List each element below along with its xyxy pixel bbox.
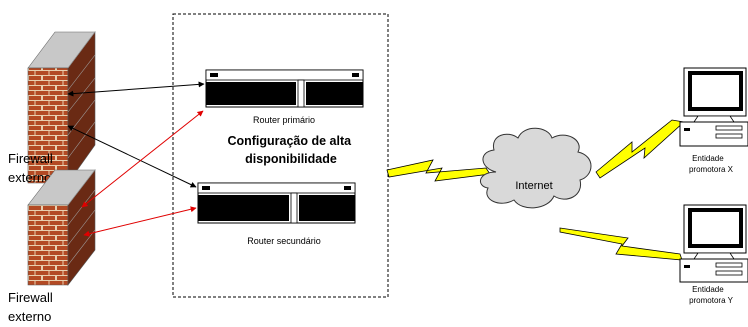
lightning-internet-entity-x-icon (595, 119, 685, 179)
lightning-routers-internet-icon (386, 159, 491, 182)
router-secondary-icon (197, 182, 356, 224)
firewall-bottom-icon (27, 169, 96, 286)
link-fw-top-router-primary (67, 81, 205, 97)
entity-y-label: Entidade promotora Y (689, 285, 734, 305)
link-fw-bottom-router-secondary (83, 206, 197, 237)
computer-y-icon (679, 204, 748, 283)
firewall-top-label: Firewall externo (8, 151, 56, 185)
internet-cloud-icon (480, 127, 592, 209)
lightning-internet-entity-y-icon (559, 227, 683, 261)
internet-label: Internet (515, 180, 552, 192)
entity-x-label: Entidade promotora X (689, 154, 734, 174)
ha-config-label: Configuração de alta disponibilidade (227, 134, 354, 166)
firewall-bottom-label: Firewall externo (8, 290, 56, 324)
link-fw-bottom-router-primary (81, 110, 204, 208)
router-primary-label: Router primário (253, 115, 315, 125)
ha-boundary (172, 13, 389, 298)
computer-x-icon (679, 67, 748, 147)
router-secondary-label: Router secundário (247, 236, 321, 246)
router-primary-icon (205, 69, 364, 108)
